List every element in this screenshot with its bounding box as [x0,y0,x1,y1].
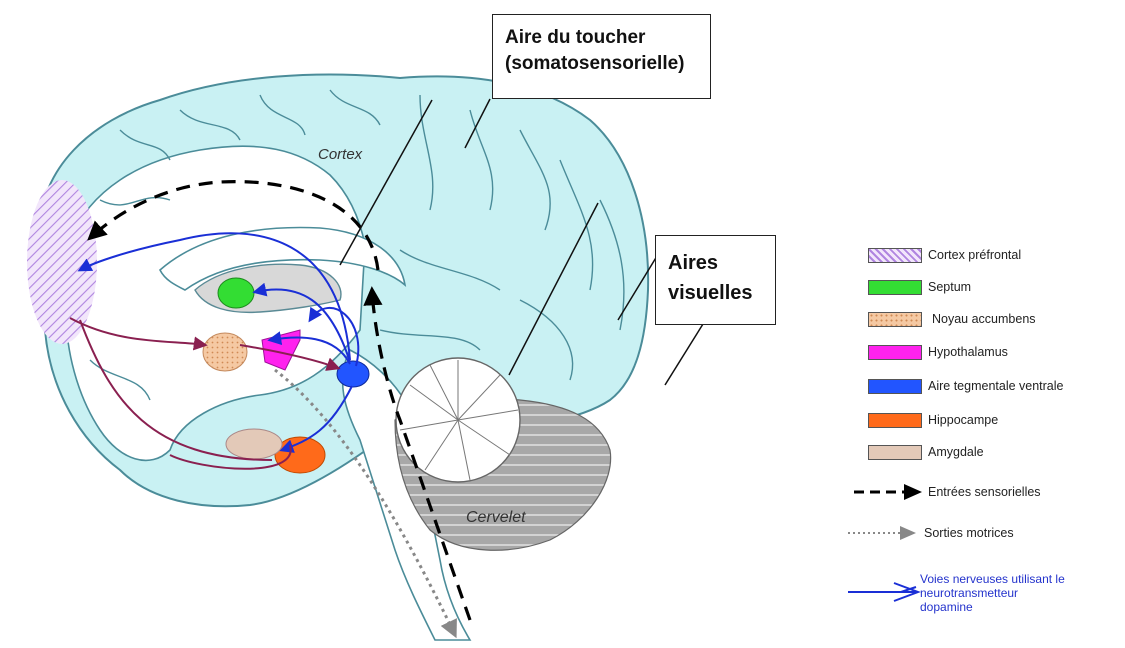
legend-item-motor: Sorties motrices [836,523,1125,543]
dopamine-line-3: dopamine [920,600,1065,614]
touch-area-line-1: Aire du toucher [505,25,710,51]
dopamine-line-2: neurotransmetteur [920,586,1065,600]
legend-label: Cortex préfrontal [928,248,1021,262]
septum-swatch [868,280,922,295]
legend-label: Sorties motrices [924,526,1014,540]
visual-areas-line-2: visuelles [668,278,775,308]
cortex-label: Cortex [318,146,362,163]
legend-label: Hypothalamus [928,345,1008,359]
legend-label: Hippocampe [928,413,998,427]
vta-swatch [868,379,922,394]
prefrontal-cortex-shape [27,180,97,344]
legend-item-sensory: Entrées sensorielles [836,482,1125,502]
dopamine-line-1: Voies nerveuses utilisant le [920,572,1065,586]
accumbens-swatch [868,312,922,327]
septum-shape [218,278,254,308]
hypothalamus-swatch [868,345,922,360]
legend: Cortex préfrontal Septum Noyau accumbens… [836,244,1125,648]
amygdala-swatch [868,445,922,460]
nucleus-accumbens-shape [203,333,247,371]
cerebellum-label: Cervelet [466,509,526,527]
amygdala-shape [226,429,282,459]
dashed-arrow-icon [852,482,924,502]
vta-shape [337,361,369,387]
dotted-arrow-icon [846,523,918,543]
dopamine-legend-text: Voies nerveuses utilisant le neurotransm… [920,572,1065,614]
touch-area-callout: Aire du toucher (somatosensorielle) [492,14,711,99]
legend-label: Septum [928,280,971,294]
legend-label: Entrées sensorielles [928,485,1041,499]
legend-label: Amygdale [928,445,984,459]
visual-areas-line-1: Aires [668,248,775,278]
legend-label: Noyau accumbens [932,312,1036,326]
touch-area-line-2: (somatosensorielle) [505,51,710,77]
legend-item-dopamine: Voies nerveuses utilisant le neurotransm… [836,572,1125,632]
dopamine-arrow-icon [846,577,926,607]
prefrontal-swatch [868,248,922,263]
visual-areas-callout: Aires visuelles [655,235,776,325]
legend-label: Aire tegmentale ventrale [928,379,1064,393]
hippocampus-swatch [868,413,922,428]
